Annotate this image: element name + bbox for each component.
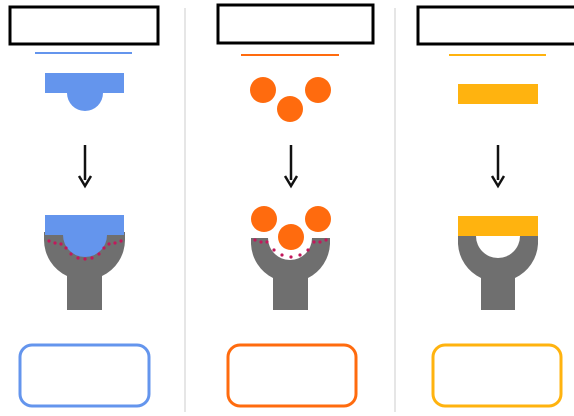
yellow-receptor-complex xyxy=(458,216,538,310)
panel-blue xyxy=(10,7,158,406)
y-shaped-receptor-icon xyxy=(458,236,538,310)
yellow-ligand xyxy=(458,84,538,104)
panel-yellow-title-box xyxy=(418,7,574,44)
down-arrow-icon xyxy=(79,145,91,186)
blue-ligand xyxy=(45,73,124,111)
blue-receptor-complex xyxy=(44,215,125,310)
panel-orange-title-box xyxy=(218,5,373,43)
orange-ligand xyxy=(250,77,331,122)
panel-blue-title-box xyxy=(10,7,158,44)
panel-yellow xyxy=(418,7,574,406)
down-arrow-icon xyxy=(285,145,297,186)
panel-orange xyxy=(218,5,373,406)
down-arrow-icon xyxy=(492,145,504,186)
panel-yellow-caption-box xyxy=(433,345,561,406)
panel-blue-caption-box xyxy=(20,345,149,406)
orange-receptor-complex xyxy=(251,206,331,310)
panel-orange-caption-box xyxy=(228,345,356,406)
